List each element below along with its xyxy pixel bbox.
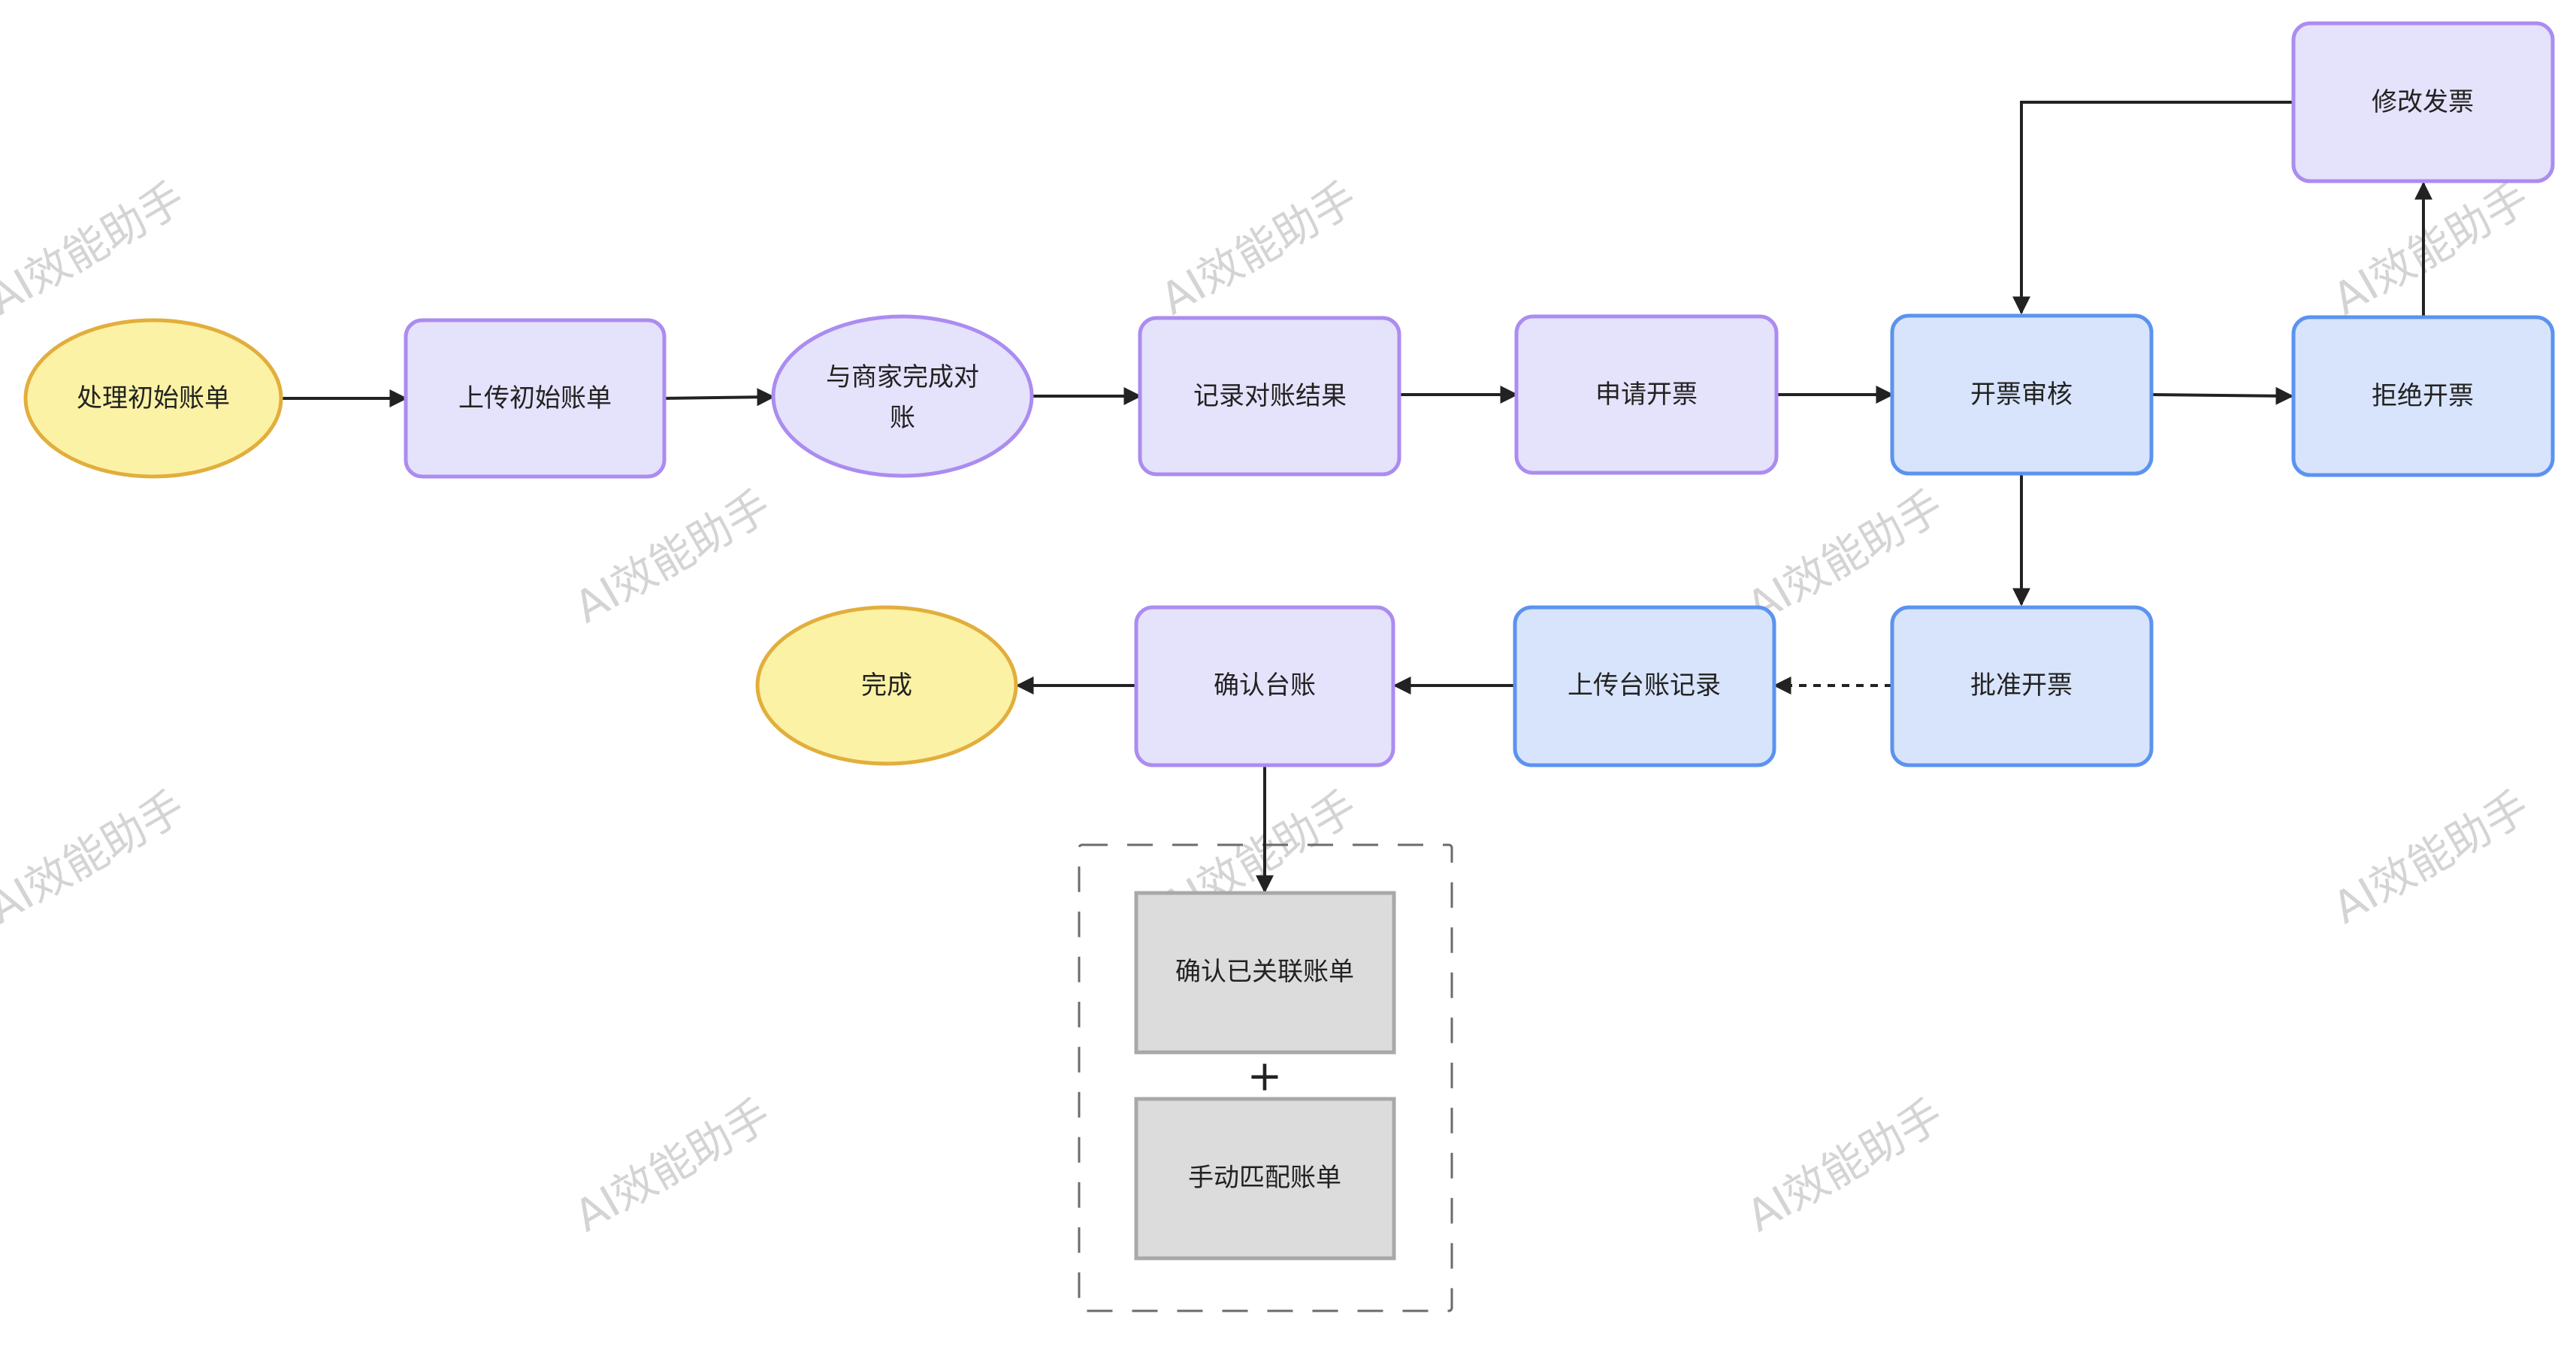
step-upload-ledger-record bbox=[1513, 605, 1776, 767]
watermark-text: AI效能助手 bbox=[2324, 172, 2538, 325]
start-node-label: 处理初始账单 bbox=[77, 383, 230, 413]
watermark-text: AI效能助手 bbox=[0, 781, 193, 934]
step-confirm-ledger bbox=[1134, 605, 1395, 767]
step-upload-initial-bill bbox=[404, 318, 667, 479]
step-record-result bbox=[1138, 316, 1401, 477]
step-reject-invoice bbox=[2291, 315, 2555, 477]
step-invoice-review-label: 开票审核 bbox=[1970, 380, 2073, 410]
group-plus-connector: + bbox=[1247, 1052, 1283, 1101]
step-upload-initial-bill-label: 上传初始账单 bbox=[458, 383, 612, 413]
arrow-upload-to-reconcile bbox=[664, 388, 776, 407]
step-reconcile-with-merchant bbox=[771, 314, 1034, 478]
start-node bbox=[23, 318, 283, 479]
substep-manual-match-bills-label: 手动匹配账单 bbox=[1188, 1163, 1341, 1193]
step-reconcile-label: 与商家完成对 bbox=[826, 362, 979, 392]
end-node-label: 完成 bbox=[861, 670, 912, 701]
step-apply-invoice-label: 申请开票 bbox=[1595, 380, 1698, 410]
step-approve-invoice-label: 批准开票 bbox=[1970, 670, 2073, 701]
step-confirm-ledger-label: 确认台账 bbox=[1214, 670, 1316, 701]
watermark-text: AI效能助手 bbox=[566, 1089, 779, 1242]
step-upload-ledger-label: 上传台账记录 bbox=[1568, 670, 1721, 701]
watermark-text: AI效能助手 bbox=[1738, 1089, 1952, 1242]
watermark-text: AI效能助手 bbox=[0, 172, 193, 325]
arrow-modify-to-review bbox=[2012, 101, 2293, 315]
step-record-result-label: 记录对账结果 bbox=[1193, 381, 1347, 411]
step-modify-invoice-label: 修改发票 bbox=[2372, 87, 2474, 117]
substep-confirm-linked-bills-label: 确认已关联账单 bbox=[1175, 957, 1354, 987]
end-node bbox=[755, 605, 1018, 766]
watermark-text: AI效能助手 bbox=[566, 480, 779, 633]
step-approve-invoice bbox=[1890, 605, 2154, 767]
step-invoice-review bbox=[1890, 313, 2154, 476]
arrow-review-to-reject bbox=[2151, 386, 2294, 405]
watermark-text: AI效能助手 bbox=[1152, 172, 1365, 325]
substep-manual-match-bills bbox=[1134, 1097, 1396, 1261]
step-reconcile-label: 账 bbox=[890, 403, 915, 433]
step-apply-invoice bbox=[1514, 314, 1779, 475]
step-modify-invoice bbox=[2291, 21, 2555, 183]
watermark-text: AI效能助手 bbox=[2324, 781, 2538, 934]
connectors bbox=[281, 101, 2432, 894]
substep-confirm-linked-bills bbox=[1134, 891, 1396, 1055]
step-reject-invoice-label: 拒绝开票 bbox=[2372, 381, 2474, 411]
